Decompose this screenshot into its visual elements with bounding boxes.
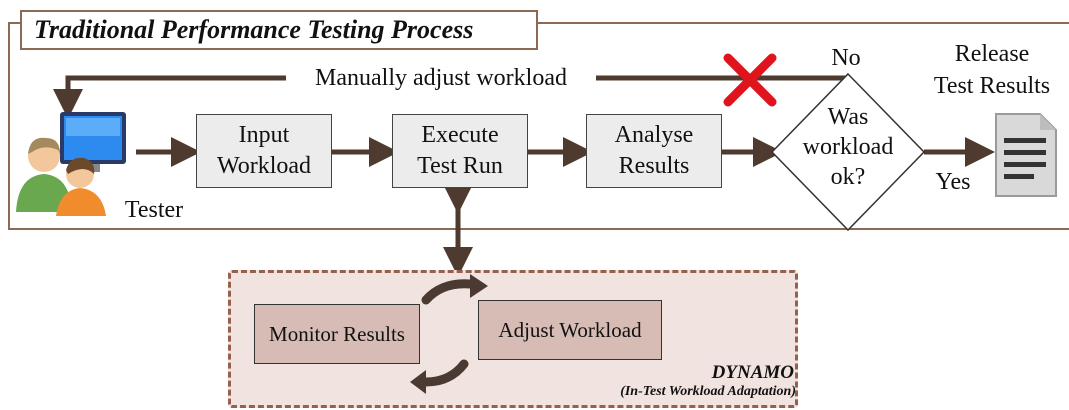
tester-icon xyxy=(16,112,126,216)
yes-label: Yes xyxy=(935,169,971,195)
input-workload-box: Input Workload xyxy=(196,114,332,188)
release-label: Release Test Results xyxy=(933,41,1051,99)
feedback-label: Manually adjust workload xyxy=(286,64,596,92)
cycle-arrow-icon xyxy=(410,274,488,394)
red-x-icon xyxy=(723,53,777,107)
dynamo-title: DYNAMO xyxy=(711,362,794,383)
no-label: No xyxy=(831,45,861,71)
decision-text: Was workload ok? xyxy=(802,104,894,190)
analyse-results-box: Analyse Results xyxy=(586,114,722,188)
tester-label: Tester xyxy=(124,197,184,223)
traditional-process-frame xyxy=(8,22,1069,230)
diagram-title: Traditional Performance Testing Process xyxy=(20,10,538,50)
decision-diamond xyxy=(770,72,926,232)
monitor-results-box: Monitor Results xyxy=(254,304,420,364)
adjust-workload-box: Adjust Workload xyxy=(478,300,662,360)
document-icon xyxy=(995,113,1057,197)
dynamo-subtitle: (In-Test Workload Adaptation) xyxy=(620,384,796,399)
execute-test-run-box: Execute Test Run xyxy=(392,114,528,188)
